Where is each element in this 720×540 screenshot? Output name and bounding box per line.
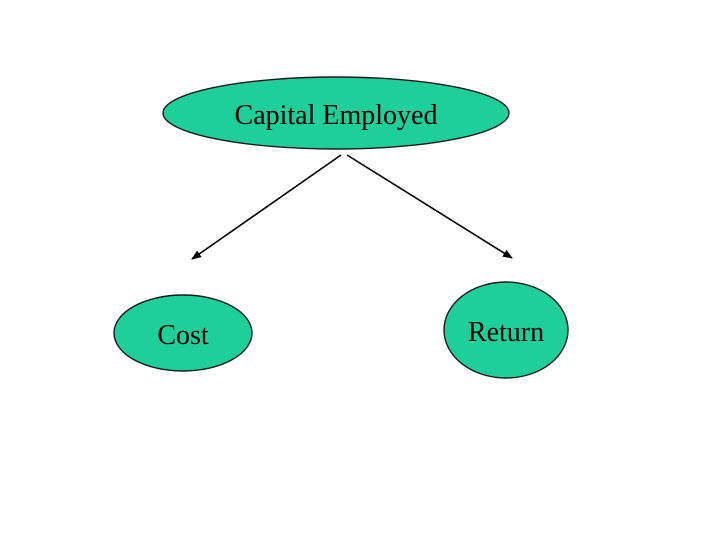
node-return-label: Return [468,317,544,348]
node-cost-ellipse [113,294,253,372]
node-cost: Cost [113,294,253,372]
edge-to-cost [191,154,342,260]
node-return-ellipse [443,281,569,379]
edge-to-return [346,154,513,259]
node-capital-employed-label: Capital Employed [235,100,438,131]
node-capital-employed: Capital Employed [162,76,510,150]
node-capital-employed-ellipse [162,76,510,150]
node-return: Return [443,281,569,379]
node-cost-label: Cost [157,320,209,351]
